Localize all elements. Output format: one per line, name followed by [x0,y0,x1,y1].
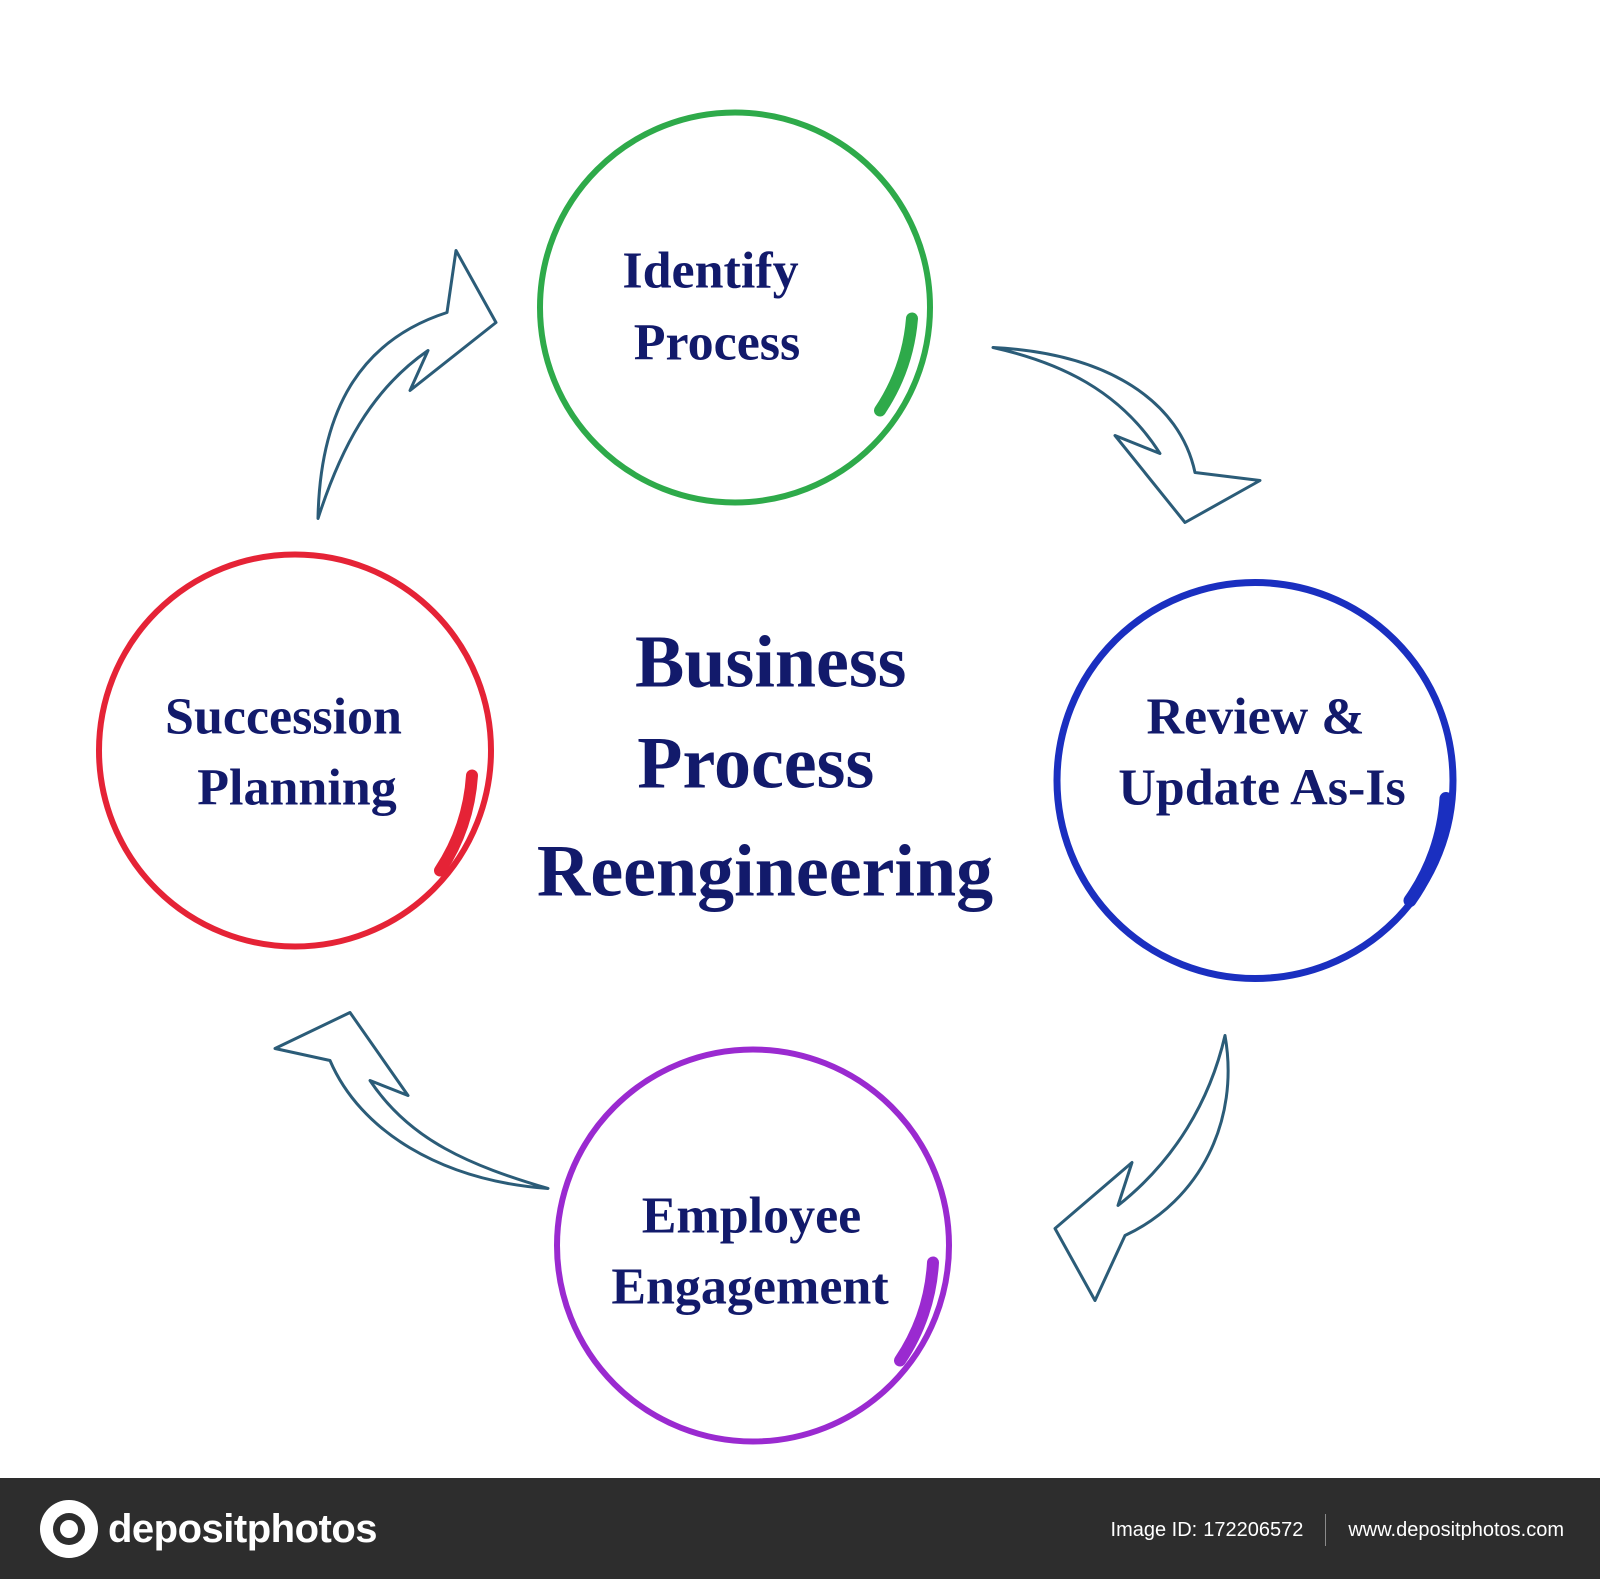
node-employee-engagement: Employee Engagement [554,1046,952,1445]
arrow-top-to-right [991,346,1262,524]
image-id-value: 172206572 [1203,1518,1304,1541]
employee-engagement-ring-accent [894,1256,939,1367]
image-id-label: Image ID: [1110,1518,1198,1541]
review-update-line-1: Review & [1146,689,1364,746]
employee-engagement-line-2: Engagement [611,1259,889,1316]
succession-planning-line-1: Succession [165,689,402,746]
node-review-update: Review & Update As-Is [1053,579,1457,982]
footer-bar: depositphotos Image ID: 172206572 www.de… [0,1478,1600,1579]
node-identify-process: Identify Process [537,109,933,506]
camera-icon [40,1500,98,1558]
node-succession-planning: Succession Planning [96,551,494,950]
arrow-bottom-to-left [273,1011,550,1190]
review-update-ring-accent [1403,792,1453,907]
svg-text:Employee Engagement: Employee Engagement [611,1188,889,1316]
svg-text:Succession Planning: Succession Planning [165,689,415,817]
title-line-1: Business [635,622,906,704]
arrow-right-to-bottom [1053,1034,1230,1302]
arrow-left-to-top [316,249,498,520]
identify-process-line-2: Process [634,315,801,372]
depositphotos-logo: depositphotos [40,1500,378,1558]
review-update-line-2: Update As-Is [1118,760,1406,817]
title-line-2: Process [637,723,874,805]
logo-text: depositphotos [108,1506,378,1551]
identify-process-ring [537,109,933,506]
diagram-title: Business Process Reengineering [537,622,993,913]
title-line-3: Reengineering [537,831,993,913]
review-update-ring [1053,579,1457,982]
succession-planning-ring [96,551,494,950]
succession-planning-ring-accent [434,769,478,877]
svg-text:Review & Update As-Is: Review & Update As-Is [1118,689,1406,817]
site-url: www.depositphotos.com [1348,1518,1564,1541]
svg-text:Identify Process: Identify Process [622,243,811,372]
footer-divider [1325,1514,1327,1546]
footer-meta: Image ID: 172206572 www.depositphotos.co… [1111,1514,1564,1546]
employee-engagement-line-1: Employee [642,1188,862,1245]
identify-process-line-1: Identify [622,243,798,300]
succession-planning-line-2: Planning [197,760,396,817]
employee-engagement-ring [554,1046,952,1445]
identify-process-ring-accent [874,312,918,417]
